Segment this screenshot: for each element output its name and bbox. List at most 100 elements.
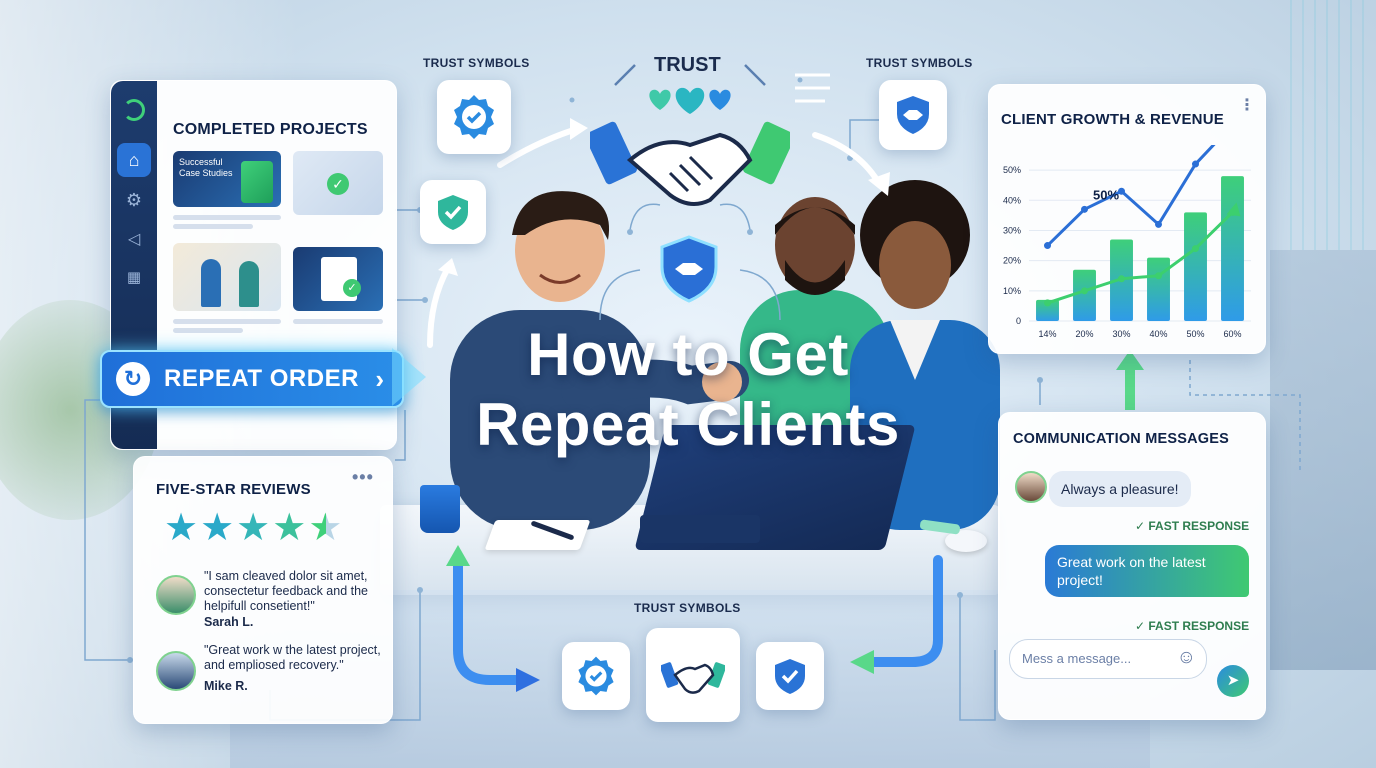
- checklist-thumbnail[interactable]: ✓: [293, 247, 383, 311]
- projects-title: COMPLETED PROJECTS: [173, 121, 368, 138]
- person-figure: [239, 261, 259, 307]
- bottom-verified-tile[interactable]: [562, 642, 630, 710]
- review-author: Mike R.: [204, 679, 248, 693]
- send-button[interactable]: ➤: [1217, 665, 1249, 697]
- text-line: [173, 215, 281, 220]
- network-thumbnail[interactable]: ✓: [293, 151, 383, 215]
- x-tick-label: 20%: [1075, 329, 1093, 339]
- bottom-shield-tile[interactable]: [756, 642, 824, 710]
- mug: [420, 485, 460, 533]
- chart-title: CLIENT GROWTH & REVENUE: [1001, 111, 1224, 128]
- avatar: [156, 575, 196, 615]
- communication-messages-panel: COMMUNICATION MESSAGES Always a pleasure…: [998, 412, 1266, 720]
- series-point: [1081, 205, 1088, 213]
- bar: [1221, 176, 1244, 321]
- y-tick-label: 10%: [1003, 286, 1021, 296]
- logo-icon: [123, 99, 145, 121]
- incoming-message: Always a pleasure!: [1049, 471, 1191, 507]
- series-point: [1044, 299, 1051, 307]
- person-figure: [201, 259, 221, 307]
- y-tick-label: 50%: [1003, 165, 1021, 175]
- handshake-icon: [590, 121, 790, 206]
- avatar: [1015, 471, 1047, 503]
- trust-title: TRUST: [654, 54, 721, 76]
- repeat-order-label: REPEAT ORDER: [164, 365, 359, 392]
- y-tick-label: 0: [1016, 316, 1021, 326]
- series-arrowhead: [1226, 202, 1241, 217]
- series-line: [1047, 211, 1234, 305]
- fast-response-badge: ✓ FAST RESPONSE: [1135, 619, 1250, 633]
- verified-badge-icon: [454, 95, 494, 139]
- handshake-shield-tile[interactable]: [879, 80, 947, 150]
- series-point: [1118, 187, 1125, 195]
- more-options-icon[interactable]: •••: [352, 467, 374, 487]
- series-point: [1192, 160, 1199, 168]
- hearts-icon: [649, 87, 731, 114]
- meeting-thumbnail[interactable]: [173, 243, 281, 311]
- check-icon: ✓: [343, 279, 361, 297]
- trust-symbols-label-left: TRUST SYMBOLS: [423, 56, 530, 70]
- chart-annotation: 50%: [1093, 187, 1119, 202]
- series-point: [1044, 242, 1051, 250]
- megaphone-icon[interactable]: ◁: [127, 231, 141, 248]
- background-right-shelf: [1270, 250, 1376, 670]
- calendar-icon[interactable]: ▦: [126, 269, 142, 286]
- headline-line-1: How to Get: [527, 321, 849, 388]
- person-left: [450, 191, 650, 530]
- y-tick-label: 30%: [1003, 225, 1021, 235]
- star-icon: ★: [200, 507, 237, 549]
- laptop-base: [640, 515, 760, 543]
- verified-badge-icon: [578, 656, 614, 696]
- client-growth-chart-panel: CLIENT GROWTH & REVENUE ⋮ 0 10% 20% 30% 40% 5…: [988, 84, 1266, 354]
- five-star-reviews-panel: FIVE-STAR REVIEWS ••• ★★★★★ "I sam cleav…: [133, 456, 393, 724]
- avatar: [156, 651, 196, 691]
- review-text: "Great work w the latest project, and em…: [204, 643, 381, 672]
- message-input[interactable]: Mess a message... ☺: [1009, 639, 1207, 679]
- outgoing-message: Great work on the latest project!: [1045, 545, 1249, 597]
- series-point: [1081, 287, 1088, 295]
- text-line: [173, 224, 253, 229]
- gear-icon[interactable]: ⚙: [125, 190, 143, 210]
- growth-chart: 010%20%30%40%50%14%20%30%40%50%60%50%: [1003, 145, 1251, 339]
- handshake-icon: [661, 662, 725, 694]
- star-icon: ★: [236, 507, 273, 549]
- y-tick-label: 40%: [1003, 195, 1021, 205]
- x-tick-label: 30%: [1112, 329, 1130, 339]
- bar: [1147, 257, 1170, 321]
- series-line: [1046, 145, 1216, 247]
- shield-check-icon: [775, 659, 805, 694]
- bar: [1184, 212, 1207, 321]
- mouse: [945, 530, 987, 552]
- repeat-order-arrow-tip: [392, 348, 426, 406]
- y-tick-label: 20%: [1003, 256, 1021, 266]
- series-point: [1118, 275, 1125, 283]
- bottom-handshake-tile[interactable]: [646, 628, 740, 722]
- messages-title: COMMUNICATION MESSAGES: [1013, 431, 1229, 447]
- shield-tile[interactable]: [420, 180, 486, 244]
- review-author: Sarah L.: [204, 615, 254, 629]
- more-options-icon[interactable]: ⋮: [1239, 97, 1256, 114]
- text-line: [173, 319, 281, 324]
- half-star-icon: ★: [308, 507, 345, 549]
- x-tick-label: 14%: [1038, 329, 1056, 339]
- trust-badge-tile[interactable]: [437, 80, 511, 154]
- star-rating: ★★★★★: [164, 505, 344, 550]
- star-icon: ★: [164, 507, 201, 549]
- emoji-icon[interactable]: ☺: [1176, 647, 1196, 668]
- case-study-thumbnail[interactable]: Successful Case Studies: [173, 151, 281, 207]
- text-line: [173, 328, 243, 333]
- people-illustration: [450, 180, 1000, 530]
- bar: [1073, 269, 1096, 321]
- x-tick-label: 40%: [1149, 329, 1167, 339]
- headline-line-2: Repeat Clients: [476, 391, 900, 458]
- trust-symbols-label-right: TRUST SYMBOLS: [866, 56, 973, 70]
- shield-handshake-icon: [660, 235, 718, 303]
- series-point: [1155, 220, 1162, 228]
- refresh-icon: ↻: [116, 362, 150, 396]
- series-point: [1155, 272, 1162, 280]
- x-tick-label: 60%: [1223, 329, 1241, 339]
- home-icon[interactable]: ⌂: [117, 143, 151, 177]
- case-study-figure: [241, 161, 273, 203]
- fast-response-badge: ✓ FAST RESPONSE: [1135, 519, 1250, 533]
